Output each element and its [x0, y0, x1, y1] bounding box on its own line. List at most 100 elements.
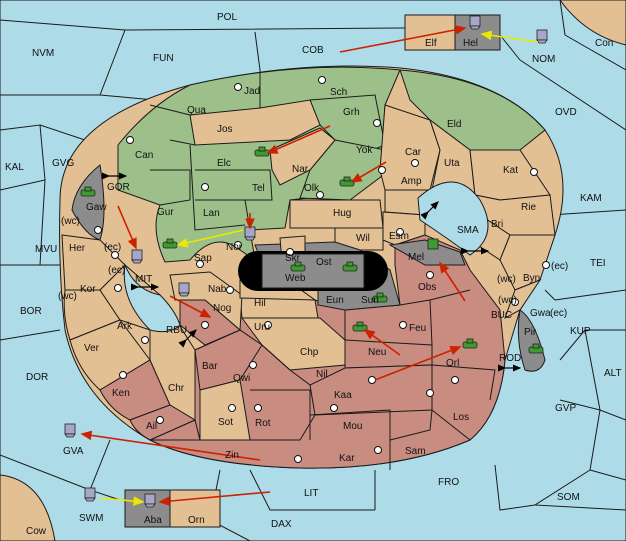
- label-sma: SMA: [457, 225, 479, 236]
- label-hil: Hil: [254, 298, 266, 309]
- unit-markers: [80, 146, 544, 354]
- label-neu: Neu: [368, 347, 386, 358]
- land-labels: Elf Hel Jad Sch Qua Grh Eld Jos Can Yok …: [69, 38, 551, 526]
- label-amp: Amp: [401, 176, 422, 187]
- province-kaa: [309, 364, 433, 416]
- label-car: Car: [405, 147, 422, 158]
- label-coast: (ec): [551, 261, 568, 272]
- label-can: Can: [135, 150, 153, 161]
- label-yok: Yok: [356, 145, 373, 156]
- label-kar: Kar: [339, 453, 355, 464]
- label-lit: LIT: [304, 488, 318, 499]
- fleet-markers: [64, 15, 548, 508]
- label-wil: Wil: [356, 233, 370, 244]
- sea-sma-channel: [417, 181, 489, 256]
- label-gor: GOR: [107, 182, 130, 193]
- label-kam: KAM: [580, 193, 602, 204]
- label-nom: NOM: [532, 54, 555, 65]
- province-web: [261, 253, 365, 289]
- label-dor: DOR: [26, 372, 48, 383]
- label-som: SOM: [557, 492, 580, 503]
- label-gaw: Gaw: [86, 202, 107, 213]
- label-kat: Kat: [503, 165, 518, 176]
- label-pol: POL: [217, 12, 237, 23]
- label-nor: Nor: [226, 242, 243, 253]
- army-unit: [254, 146, 270, 157]
- label-fro: FRO: [438, 477, 459, 488]
- label-uru: Uru: [254, 322, 270, 333]
- coast-labels: (wc) (ec) (ec) (wc) (wc) (ec) (wc) (ec): [58, 216, 568, 319]
- label-fun: FUN: [153, 53, 174, 64]
- label-elc: Elc: [217, 158, 231, 169]
- label-feu: Feu: [409, 323, 426, 334]
- label-hel: Hel: [463, 38, 478, 49]
- label-skr: Skr: [285, 253, 301, 264]
- label-ken: Ken: [112, 388, 130, 399]
- label-chr: Chr: [168, 383, 185, 394]
- label-olk: Olk: [304, 183, 320, 194]
- label-jos: Jos: [217, 124, 233, 135]
- label-nil: Nil: [316, 369, 328, 380]
- label-rod: ROD: [499, 353, 521, 364]
- army-unit: [342, 261, 358, 272]
- label-coast: (wc): [498, 295, 517, 306]
- army-unit: [290, 261, 306, 272]
- army-unit: [372, 292, 388, 303]
- province-gaw: [71, 164, 105, 241]
- label-nab: Nab: [208, 284, 227, 295]
- label-jad: Jad: [244, 86, 260, 97]
- label-kaa: Kaa: [334, 390, 352, 401]
- label-ovd: OVD: [555, 107, 577, 118]
- label-mvu: MVU: [35, 244, 57, 255]
- sea-labels: POL NVM FUN COB NOM Con OVD KAL GVG KAM …: [5, 12, 622, 537]
- army-unit: [352, 321, 368, 332]
- label-nar: Nar: [292, 164, 309, 175]
- label-coast: (wc): [58, 291, 77, 302]
- label-qwi: Qwi: [233, 373, 250, 384]
- label-dax: DAX: [271, 519, 292, 530]
- province-pir: [517, 309, 546, 372]
- order-arrows: [80, 25, 539, 506]
- label-swm: SWM: [79, 513, 103, 524]
- label-chp: Chp: [300, 347, 319, 358]
- label-rot: Rot: [255, 418, 271, 429]
- label-qua: Qua: [187, 105, 206, 116]
- label-ark: Ark: [117, 321, 133, 332]
- province-nar: [269, 127, 336, 186]
- label-gva: GVA: [63, 446, 84, 457]
- label-cow: Cow: [26, 526, 47, 537]
- label-mel: Mel: [408, 252, 424, 263]
- label-con: Con: [595, 38, 613, 49]
- link-arrows: [101, 172, 522, 372]
- label-coast: (wc): [497, 274, 516, 285]
- label-her: Her: [69, 243, 86, 254]
- label-gwa: Gwa: [530, 308, 551, 319]
- label-kor: Kor: [80, 284, 96, 295]
- label-kup: KUP: [570, 326, 591, 337]
- fleet-unit: [427, 238, 439, 250]
- label-rbu: RBU: [166, 325, 187, 336]
- label-cob: COB: [302, 45, 324, 56]
- army-unit: [339, 176, 355, 187]
- label-hug: Hug: [333, 208, 351, 219]
- label-pir: Pir: [524, 327, 537, 338]
- label-lan: Lan: [203, 208, 220, 219]
- label-aba: Aba: [144, 515, 162, 526]
- label-esm: Esm: [389, 231, 409, 242]
- label-web: Web: [285, 273, 306, 284]
- province-orn: [169, 489, 221, 528]
- label-gur: Gur: [157, 207, 174, 218]
- label-mou: Mou: [343, 421, 362, 432]
- label-mit: MIT: [135, 274, 152, 285]
- label-tei: TEI: [590, 258, 606, 269]
- label-tel: Tel: [252, 183, 265, 194]
- label-orn: Orn: [188, 515, 205, 526]
- label-eun: Eun: [326, 295, 344, 306]
- label-bor: BOR: [20, 306, 42, 317]
- label-buc: BUC: [491, 310, 512, 321]
- label-grh: Grh: [343, 107, 360, 118]
- label-zin: Zin: [225, 450, 239, 461]
- province-neu: [344, 339, 433, 369]
